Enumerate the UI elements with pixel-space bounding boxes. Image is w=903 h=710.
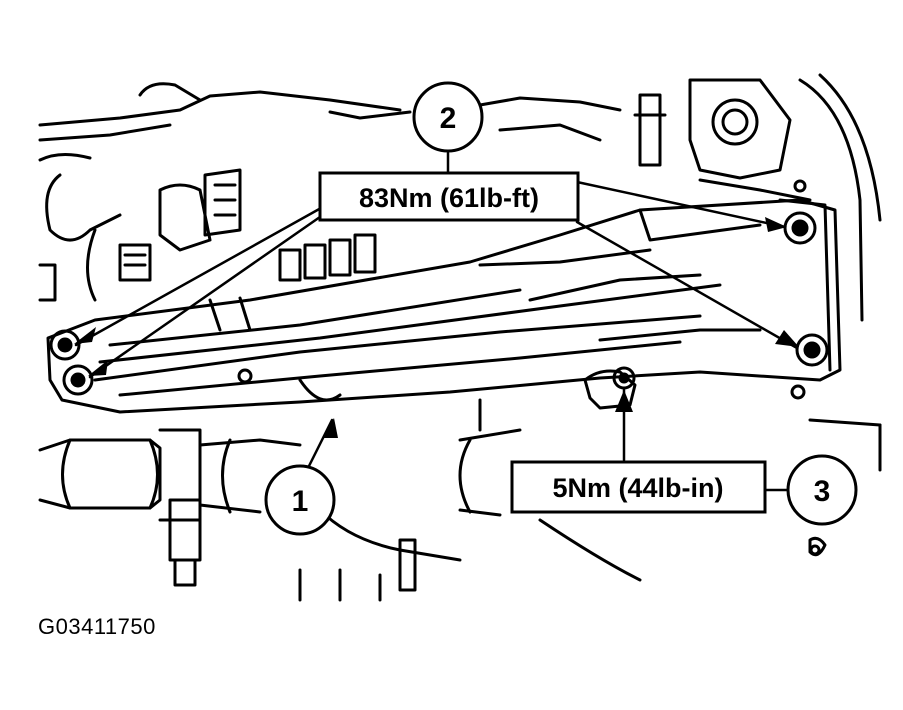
torque-box-upper: 83Nm (61lb-ft) <box>318 171 580 222</box>
callout-1: 1 <box>264 464 336 536</box>
svg-text:5Nm (44lb-in): 5Nm (44lb-in) <box>552 473 723 503</box>
figure-id-label: G03411750 <box>38 614 156 639</box>
bolt-right-upper <box>783 211 817 245</box>
svg-text:3: 3 <box>814 475 831 508</box>
callout-2: 2 <box>412 81 484 153</box>
bolt-left-upper <box>49 329 81 361</box>
svg-text:83Nm (61lb-ft): 83Nm (61lb-ft) <box>359 183 539 213</box>
engine-background-lines <box>38 73 882 602</box>
torque-box-lower: 5Nm (44lb-in) <box>510 460 767 514</box>
arrow-heads <box>74 217 799 438</box>
crossmember-bracket <box>46 179 842 556</box>
leader-lines <box>74 151 799 492</box>
svg-text:1: 1 <box>292 485 309 518</box>
callout-3: 3 <box>786 454 858 526</box>
svg-text:2: 2 <box>440 102 457 135</box>
bolt-left-lower <box>62 364 94 396</box>
bolt-right-lower <box>795 333 829 367</box>
